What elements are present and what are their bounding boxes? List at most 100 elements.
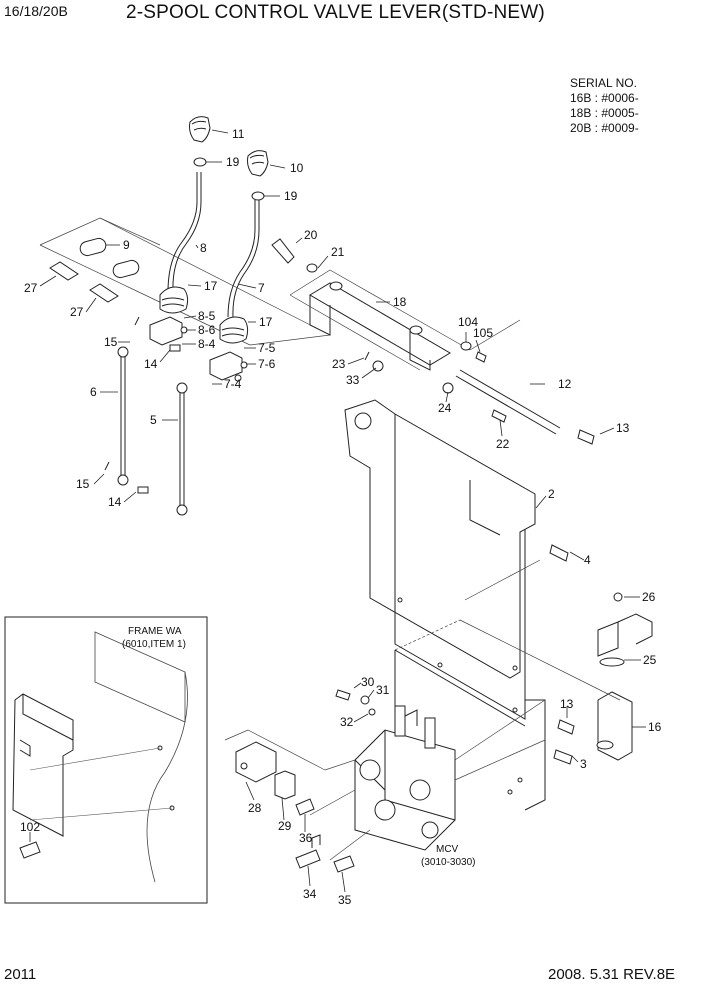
lever-base-7-icon: [209, 351, 248, 382]
bracket-16-icon: [596, 691, 633, 761]
mcv-label: MCV: [436, 844, 459, 855]
callout-6: 6: [90, 385, 97, 399]
callout-2: 2: [548, 487, 555, 501]
model-label: 16/18/20B: [4, 3, 68, 19]
stud-20-icon: [271, 238, 295, 264]
bolt-30-icon: [335, 689, 351, 701]
callout-22: 22: [496, 437, 510, 451]
screw-26-icon: [613, 592, 623, 602]
bolt-4-icon: [549, 544, 569, 562]
callout-28: 28: [248, 801, 262, 815]
knob-11-icon: [189, 116, 211, 143]
bolt-13a-icon: [577, 429, 595, 445]
callout-19a: 19: [226, 155, 240, 169]
plate-29-icon: [274, 770, 296, 800]
bolt-13b-icon: [557, 719, 575, 735]
callout-9: 9: [123, 238, 130, 252]
plate-2-icon: [344, 399, 536, 783]
callout-30: 30: [361, 675, 375, 689]
bolt-105-icon: [475, 351, 487, 363]
tee-34-icon: [295, 834, 321, 869]
callout-35: 35: [338, 893, 352, 907]
callout-8-4: 8-4: [198, 337, 216, 351]
lever-rod-7-icon: [227, 200, 260, 318]
callout-14b: 14: [108, 495, 122, 509]
cap-9a-icon: [79, 237, 107, 257]
bolt-14a-icon: [169, 344, 181, 352]
callout-17a: 17: [204, 279, 218, 293]
nut-19a-icon: [193, 157, 207, 167]
callout-13b: 13: [560, 697, 574, 711]
cap-9b-icon: [112, 259, 140, 279]
pin-15a-icon: [134, 316, 140, 326]
shaft-12-icon: [455, 369, 561, 435]
callout-8: 8: [200, 241, 207, 255]
serial-number-block: SERIAL NO. 16B : #0006- 18B : #0005- 20B…: [570, 76, 639, 136]
callout-34: 34: [303, 887, 317, 901]
lever-base-8-icon: [149, 316, 188, 352]
callout-8-6: 8-6: [198, 323, 216, 337]
nut-104-icon: [460, 341, 472, 351]
switch-25-icon: [597, 613, 653, 667]
callout-5: 5: [150, 413, 157, 427]
serial-line-20b: 20B : #0009-: [570, 121, 639, 135]
washer-31-icon: [360, 695, 370, 705]
mcv-valve-icon: [354, 705, 456, 851]
callout-7-4: 7-4: [224, 377, 242, 391]
callout-8-5: 8-5: [198, 309, 216, 323]
serial-line-18b: 18B : #0005-: [570, 106, 639, 120]
grip-27a-icon: [49, 261, 79, 281]
bracket-18-icon: [309, 281, 451, 371]
inset-frame-ref: (6010,ITEM 1): [122, 639, 186, 650]
washer-21-icon: [306, 263, 318, 273]
callout-19b: 19: [284, 189, 298, 203]
callout-16: 16: [648, 720, 662, 734]
page-title: 2-SPOOL CONTROL VALVE LEVER(STD-NEW): [126, 2, 545, 23]
inset-frame: [4, 616, 208, 904]
page-number: 2011: [4, 966, 37, 983]
callout-7: 7: [258, 281, 265, 295]
link-rod-5-icon: [176, 382, 188, 516]
pin-15b-icon: [104, 461, 110, 471]
serial-heading: SERIAL NO.: [570, 76, 637, 90]
callout-14a: 14: [144, 357, 158, 371]
collar-24-icon: [442, 382, 454, 394]
fitting-36-icon: [295, 798, 315, 816]
callout-31: 31: [376, 683, 390, 697]
mcv-ref: (3010-3030): [421, 857, 475, 868]
callout-27b: 27: [70, 305, 84, 319]
bolt-22-icon: [491, 409, 507, 423]
bolt-3-icon: [553, 749, 573, 765]
callout-29: 29: [278, 819, 292, 833]
grip-27b-icon: [89, 283, 119, 303]
callout-15b: 15: [76, 477, 90, 491]
inset-frame-label: FRAME WA: [128, 626, 182, 637]
callout-27a: 27: [24, 281, 38, 295]
callout-21: 21: [331, 245, 345, 259]
assembly-outline-lines: [39, 217, 521, 371]
boot-17b-icon: [219, 316, 249, 344]
knob-10-icon: [247, 150, 269, 177]
nut-32-icon: [368, 708, 376, 716]
date-revision: 2008. 5.31 REV.8E: [548, 966, 676, 983]
pin-23-icon: [364, 351, 370, 361]
callout-4: 4: [584, 553, 591, 567]
callout-7-5: 7-5: [258, 341, 276, 355]
bolt-14b-icon: [137, 486, 149, 494]
callout-13a: 13: [616, 421, 630, 435]
callout-25: 25: [643, 653, 657, 667]
connection-lines: [224, 559, 621, 861]
callout-18: 18: [393, 295, 407, 309]
callout-12: 12: [558, 377, 572, 391]
callout-102: 102: [20, 820, 40, 834]
callout-7-6: 7-6: [258, 357, 276, 371]
boot-17a-icon: [159, 286, 189, 314]
callout-10: 10: [290, 161, 304, 175]
fitting-35-icon: [333, 855, 355, 873]
callout-26: 26: [642, 590, 656, 604]
callout-20: 20: [304, 228, 318, 242]
callout-24: 24: [438, 401, 452, 415]
callout-33: 33: [346, 373, 360, 387]
lever-rod-8-icon: [167, 172, 202, 293]
